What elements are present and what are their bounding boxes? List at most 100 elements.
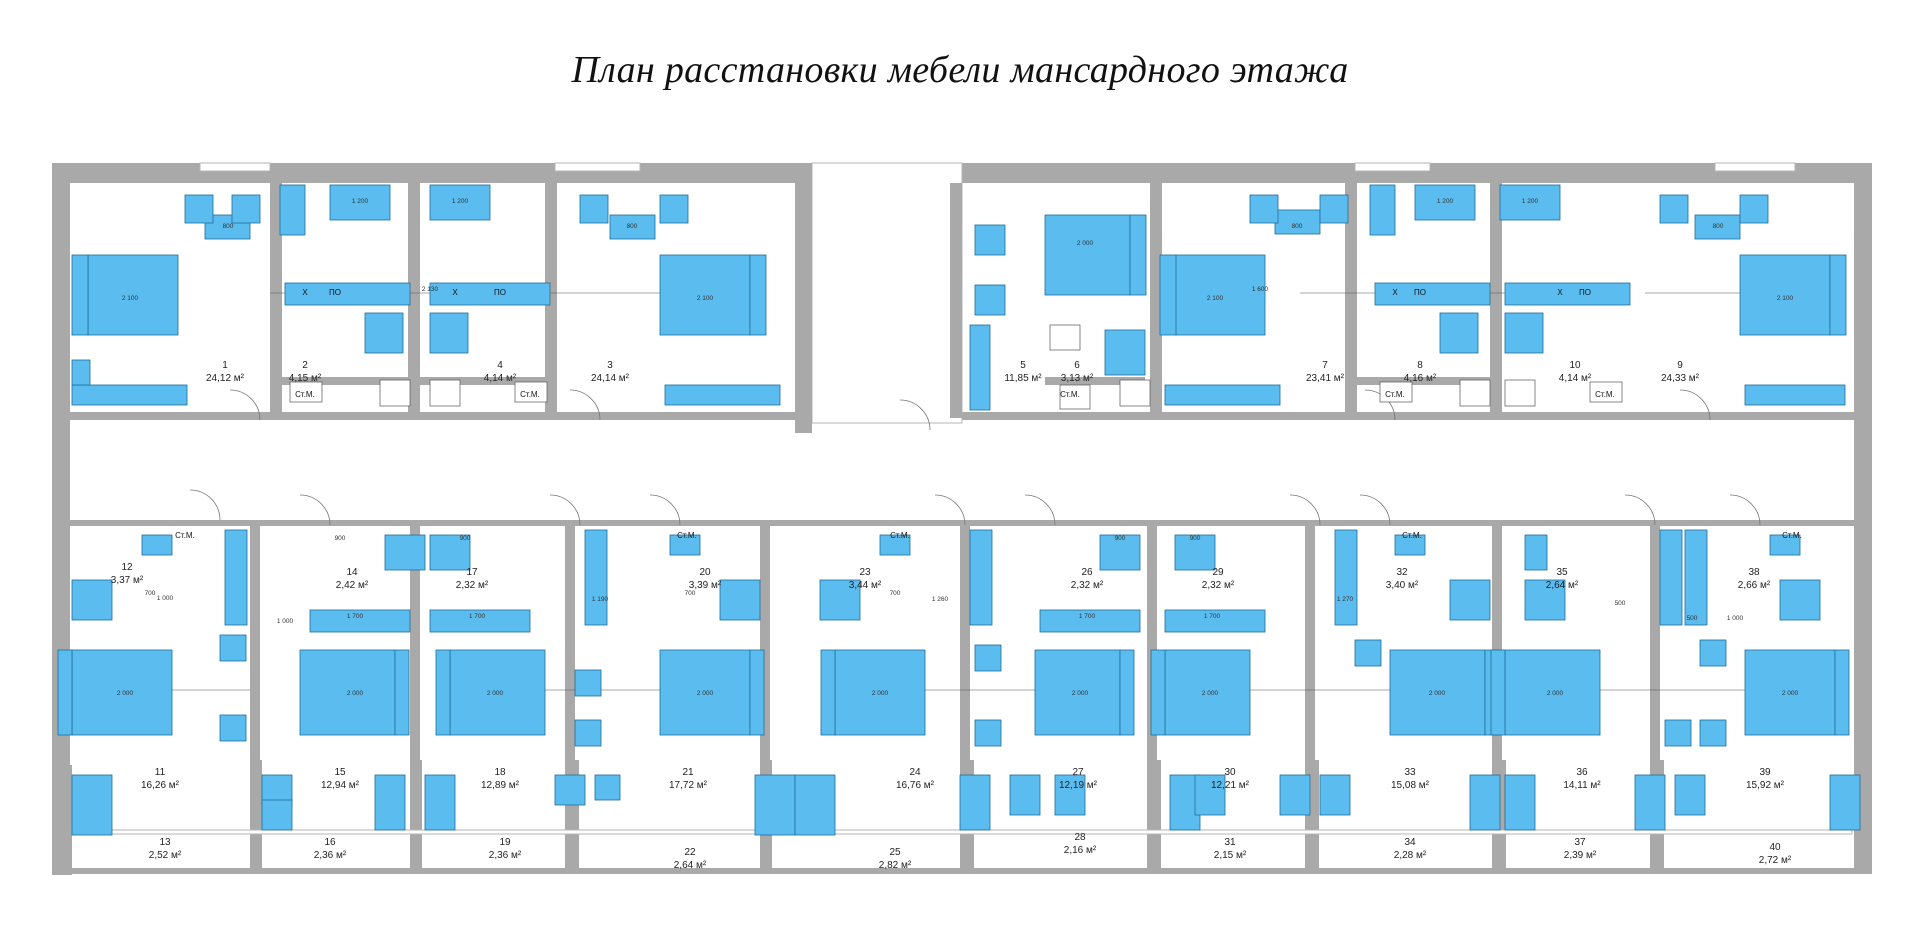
shower bbox=[1779, 579, 1821, 621]
dimension-label: 2 000 bbox=[1072, 690, 1089, 697]
room-area: 2,15 м² bbox=[1214, 850, 1247, 861]
kitchen-unit bbox=[1634, 774, 1666, 831]
dimension-label: 1 200 bbox=[1437, 198, 1454, 205]
sink bbox=[1049, 324, 1081, 351]
bed bbox=[659, 254, 751, 336]
room-area: 2,82 м² bbox=[879, 860, 912, 871]
bath-counter bbox=[1504, 282, 1631, 306]
shower bbox=[1439, 312, 1479, 354]
chair bbox=[974, 644, 1002, 672]
dimension-label: 2 000 bbox=[347, 690, 364, 697]
room-number: 2 bbox=[302, 360, 308, 371]
room-number: 36 bbox=[1576, 767, 1588, 778]
room-number: 26 bbox=[1081, 567, 1093, 578]
dimension-label: 700 bbox=[685, 590, 696, 597]
kitchen-unit bbox=[554, 774, 586, 806]
headboard bbox=[749, 254, 767, 336]
dimension-label: 800 bbox=[627, 223, 638, 230]
door-swing bbox=[1024, 494, 1056, 526]
pier bbox=[1147, 760, 1161, 870]
wall-void-right bbox=[950, 183, 962, 418]
room-number: 32 bbox=[1396, 567, 1408, 578]
partition-wall bbox=[1345, 183, 1357, 418]
dimension-label: 1 700 bbox=[469, 613, 486, 620]
dimension-label: 1 700 bbox=[347, 613, 364, 620]
wardrobe bbox=[71, 384, 188, 406]
bed bbox=[1504, 649, 1601, 736]
room-number: 4 bbox=[497, 360, 503, 371]
pier bbox=[52, 765, 72, 875]
cabinet bbox=[71, 359, 91, 386]
bed bbox=[71, 649, 173, 736]
headboard bbox=[1159, 254, 1177, 336]
wardrobe bbox=[1659, 529, 1683, 626]
kitchen-unit bbox=[424, 774, 456, 831]
room-number: 6 bbox=[1074, 360, 1080, 371]
dimension-label: 1 700 bbox=[1204, 613, 1221, 620]
room-area: 2,16 м² bbox=[1064, 845, 1097, 856]
stove-symbol: X bbox=[452, 288, 458, 297]
kitchen-unit bbox=[1009, 774, 1041, 816]
room-area: 2,32 м² bbox=[1202, 580, 1235, 591]
shower bbox=[1524, 579, 1566, 621]
partition-wall bbox=[1492, 520, 1502, 765]
storage bbox=[1379, 381, 1413, 403]
bed bbox=[1744, 649, 1836, 736]
bath-counter bbox=[1374, 282, 1491, 306]
room-area: 2,36 м² bbox=[314, 850, 347, 861]
chair bbox=[219, 714, 247, 742]
dimension-label: 1 190 bbox=[592, 596, 609, 603]
sink-symbol: ПО bbox=[494, 288, 506, 297]
chair bbox=[219, 634, 247, 662]
room-area: 16,26 м² bbox=[141, 780, 180, 791]
dimension-label: 2 000 bbox=[487, 690, 504, 697]
chair bbox=[1739, 194, 1769, 224]
dimension-label: 900 bbox=[1115, 535, 1126, 542]
chair bbox=[1354, 639, 1382, 667]
dimension-label: 900 bbox=[335, 535, 346, 542]
sink-symbol: ПО bbox=[1414, 288, 1426, 297]
outer-wall-right bbox=[1854, 163, 1872, 873]
dimension-label: 1 270 bbox=[1337, 596, 1354, 603]
shower bbox=[719, 579, 761, 621]
room-number: 21 bbox=[682, 767, 694, 778]
kitchen-unit bbox=[1469, 774, 1501, 831]
dimension-label: 800 bbox=[1713, 223, 1724, 230]
dimension-label: 1 000 bbox=[1727, 615, 1744, 622]
dimension-label: 1 700 bbox=[1079, 613, 1096, 620]
partition-wall bbox=[760, 520, 770, 765]
room-number: 1 bbox=[222, 360, 228, 371]
room-area: 12,21 м² bbox=[1211, 780, 1250, 791]
room-number: 38 bbox=[1748, 567, 1760, 578]
storage bbox=[1769, 534, 1801, 556]
dimension-label: 2 000 bbox=[697, 690, 714, 697]
room-number: 17 bbox=[466, 567, 478, 578]
dimension-label: 2 100 bbox=[1777, 295, 1794, 302]
room-area: 2,32 м² bbox=[1071, 580, 1104, 591]
kitchen-unit bbox=[1674, 774, 1706, 816]
room-number: 16 bbox=[324, 837, 336, 848]
room-area: 12,89 м² bbox=[481, 780, 520, 791]
wardrobe bbox=[1684, 529, 1708, 626]
dimension-label: 800 bbox=[223, 223, 234, 230]
dimension-label: 1 200 bbox=[352, 198, 369, 205]
dimension-label: 2 100 bbox=[122, 295, 139, 302]
corridor-wall-upper-right bbox=[962, 412, 1857, 420]
room-number: 11 bbox=[155, 767, 166, 778]
partition-wall bbox=[1147, 520, 1157, 765]
room-area: 4,14 м² bbox=[484, 373, 517, 384]
desk bbox=[1694, 214, 1741, 240]
room-number: 8 bbox=[1417, 360, 1423, 371]
room-area: 3,39 м² bbox=[689, 580, 722, 591]
door-swing bbox=[899, 399, 931, 431]
room-area: 2,36 м² bbox=[489, 850, 522, 861]
outer-wall-bottom bbox=[52, 868, 1872, 874]
storage-label: Ст.М. bbox=[175, 531, 195, 540]
sofa bbox=[429, 184, 491, 221]
bed bbox=[1174, 254, 1266, 336]
wardrobe bbox=[1744, 384, 1846, 406]
dimension-label: 1 000 bbox=[277, 618, 294, 625]
room-number: 22 bbox=[684, 847, 696, 858]
headboard bbox=[57, 649, 73, 736]
chair bbox=[974, 224, 1006, 256]
